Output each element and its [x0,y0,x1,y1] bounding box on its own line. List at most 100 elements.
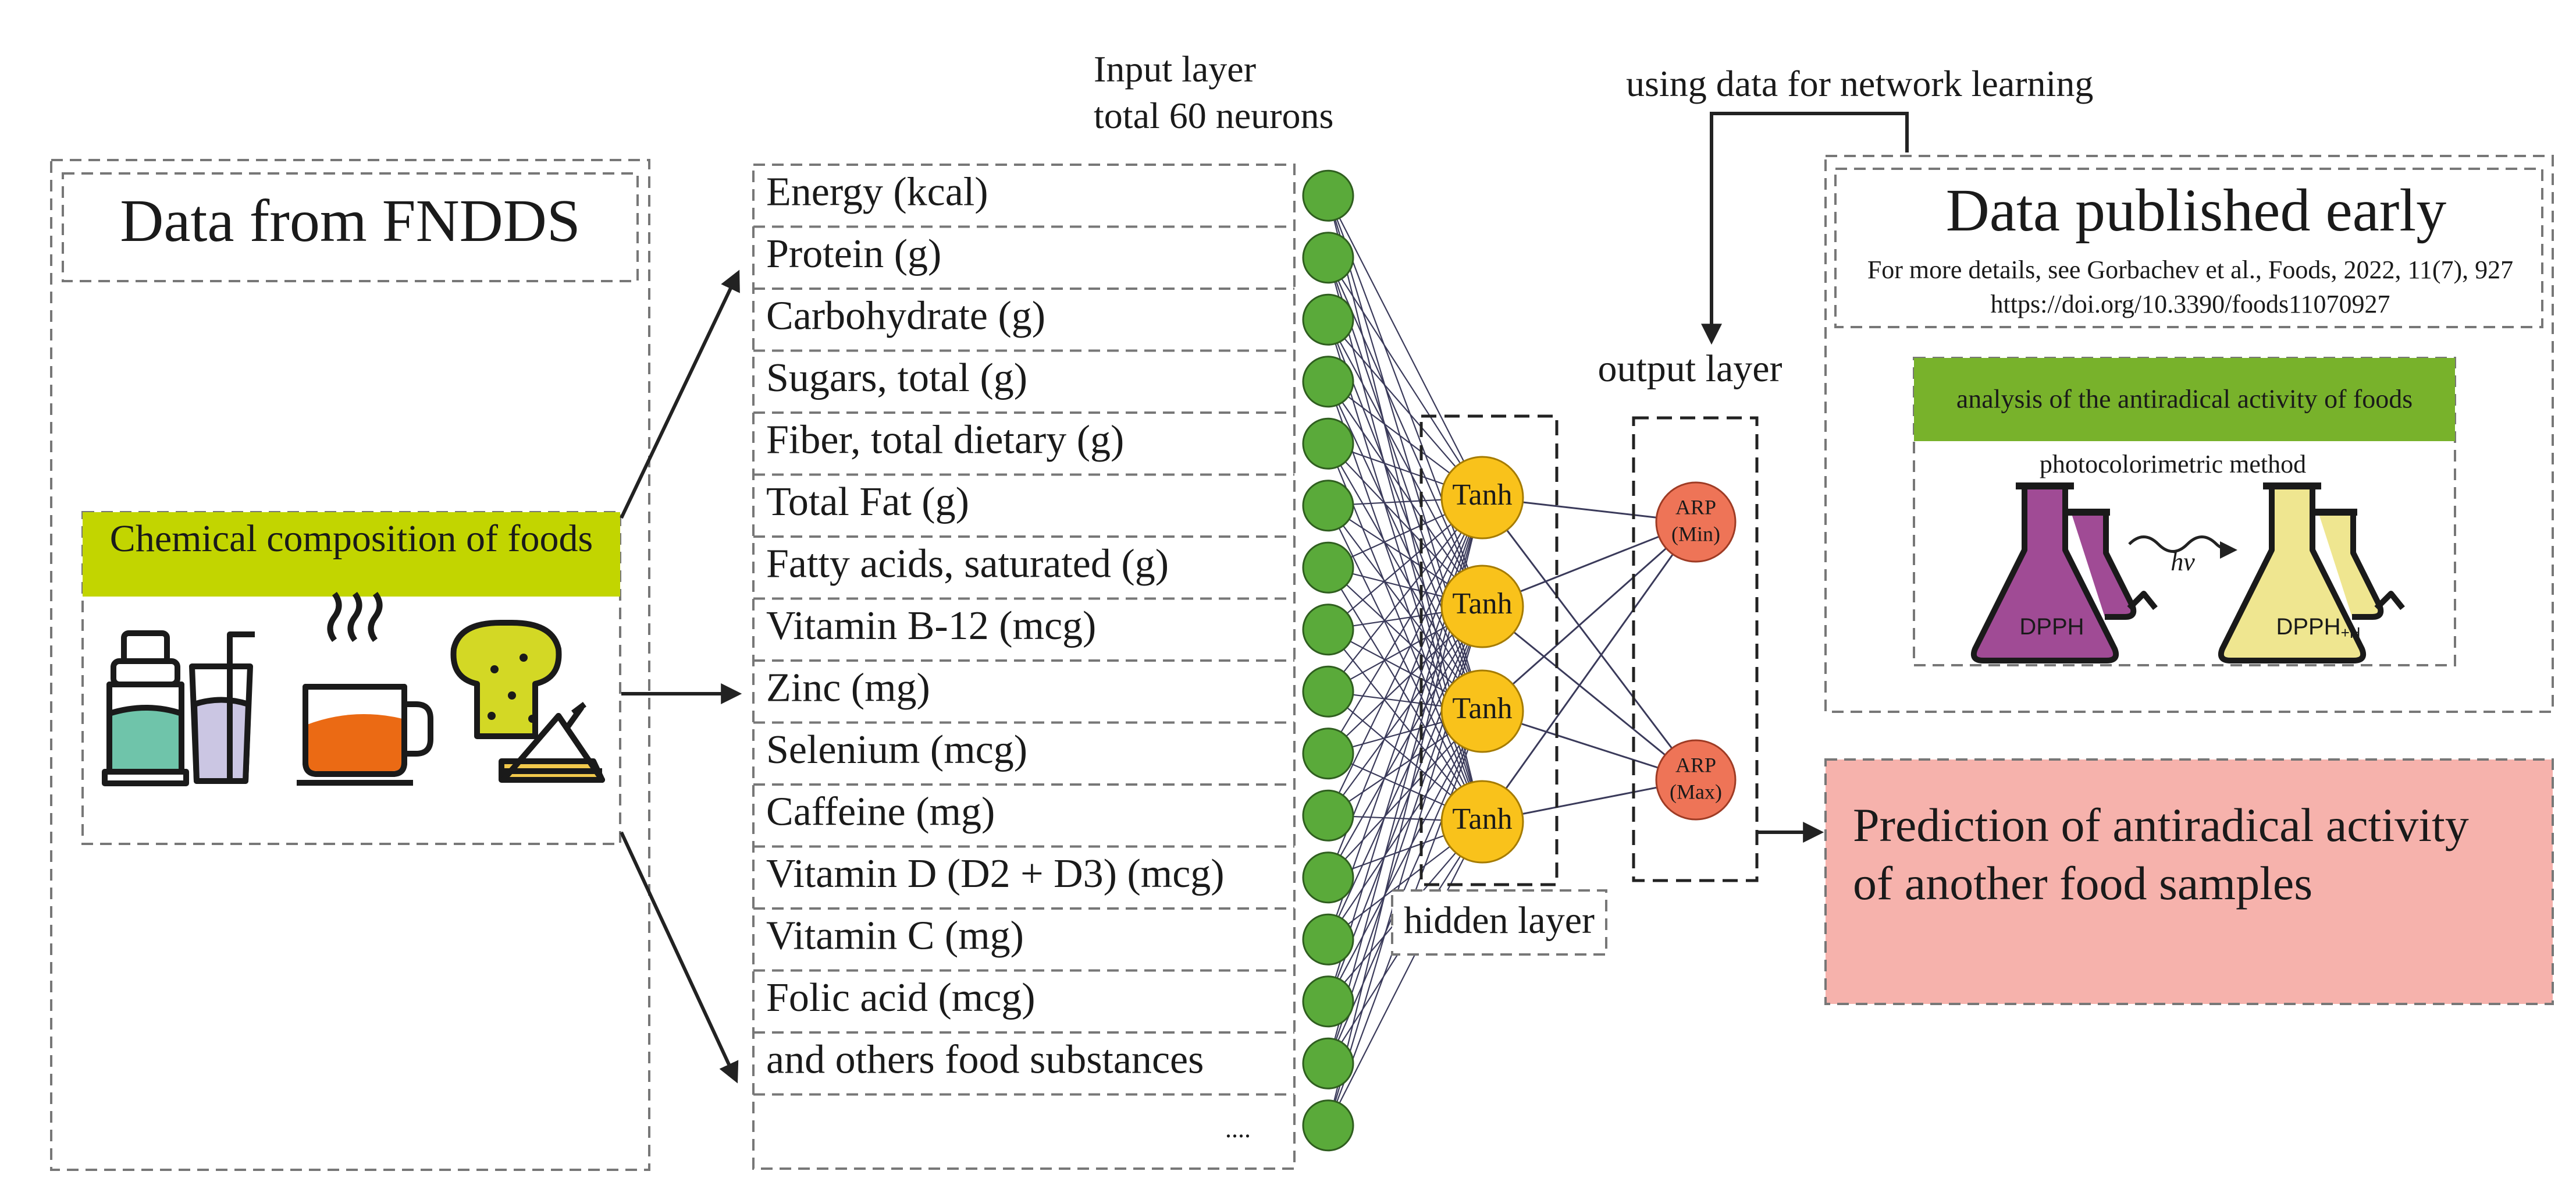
reaction-label: hv [2171,548,2195,576]
input-layer-title-line2: total 60 neurons [1094,95,1333,136]
input-neuron [1302,975,1354,1028]
output-layer-label: output layer [1597,347,1782,390]
output-neuron-label-line1: ARP [1675,495,1716,519]
reagent-left-label: DPPH [2019,614,2084,640]
input-neuron [1302,913,1354,966]
input-feature-label: .... [1225,1115,1251,1143]
fndds-title: Data from FNDDS [120,187,580,254]
glass-icon [189,631,255,784]
input-feature-label: Fatty acids, saturated (g) [766,541,1169,586]
input-neuron [1302,541,1354,594]
input-feature-list: Energy (kcal) Protein (g) Carbohydrate (g)… [752,164,1296,1170]
hidden-neuron-label: Tanh [1452,478,1512,512]
input-hidden-connection [1328,497,1483,754]
hidden-neuron [1440,669,1524,753]
published-title: Data published early [1946,177,2447,244]
input-layer-title-line1: Input layer [1094,48,1256,90]
input-feature-label: Sugars, total (g) [766,356,1027,400]
output-neurons: ARP (Min) ARP (Max) [1655,481,1737,821]
output-neuron [1655,739,1737,821]
input-feature-label: Energy (kcal) [766,169,988,214]
input-hidden-connection [1328,505,1483,712]
input-neuron [1302,727,1354,780]
input-feature-label: and others food substances [766,1037,1204,1082]
input-feature-label: Selenium (mcg) [766,727,1027,772]
input-feature-label: Vitamin C (mg) [766,913,1024,958]
output-neuron-label-line2: (Min) [1671,522,1720,545]
reaction-arrow [2128,535,2237,559]
input-hidden-connection [1328,319,1483,607]
input-hidden-connection [1328,195,1483,498]
input-feature-label: Total Fat (g) [766,480,969,524]
input-hidden-connection [1327,319,1483,712]
input-hidden-connection [1328,381,1483,607]
learning-arrow [1701,112,1909,345]
input-hidden-connection [1327,257,1483,607]
input-neuron [1302,604,1354,656]
input-feature-label: Vitamin B-12 (mcg) [766,604,1096,648]
input-hidden-connection [1328,606,1483,816]
hidden-neuron [1440,780,1524,864]
hidden-output-connection [1481,521,1697,822]
input-hidden-connections [1327,195,1483,1126]
hidden-neuron-label: Tanh [1452,587,1512,620]
flask-dpph-h-icon [2218,482,2405,663]
input-feature-label: Fiber, total dietary (g) [766,417,1124,462]
prediction-panel: Prediction of antiradical activity of an… [1824,758,2554,1005]
method-label: photocolorimetric method [2040,450,2306,478]
input-hidden-connection [1328,497,1483,816]
input-neuron [1302,232,1354,284]
hidden-layer-label: hidden layer [1404,899,1595,942]
input-neurons [1302,169,1354,1152]
input-hidden-connection [1328,443,1483,712]
reagent-right-main: DPPH [2276,614,2340,640]
input-feature-label: Caffeine (mg) [766,789,995,834]
input-hidden-connection [1328,711,1483,940]
input-hidden-connection [1328,606,1483,940]
input-feature-label: Folic acid (mcg) [766,975,1036,1020]
output-neuron-label-line2: (Max) [1670,780,1722,803]
output-layer-box [1632,416,1759,882]
input-hidden-connection [1327,497,1483,940]
published-ref-line1: For more details, see Gorbachev et al., … [1867,255,2513,284]
composition-bar [83,512,620,597]
coffee-mug-icon [297,592,433,786]
learning-note: using data for network learning [1626,63,2093,104]
input-neuron [1302,1037,1354,1089]
input-neuron [1302,851,1354,904]
input-neuron [1302,169,1354,222]
input-hidden-connection [1328,257,1483,498]
input-hidden-connection [1327,711,1483,1064]
hidden-output-connection [1482,521,1696,712]
input-feature-label: Carbohydrate (g) [766,293,1045,338]
flask-dpph-icon [1970,482,2158,663]
input-hidden-connection [1328,711,1483,1002]
hidden-neuron-label: Tanh [1452,692,1512,725]
hidden-output-connection [1482,605,1696,781]
input-hidden-connection [1327,606,1483,1002]
output-neuron-label-line1: ARP [1675,753,1716,776]
prediction-line1: Prediction of antiradical activity [1853,798,2469,851]
fndds-panel: Data from FNDDS Chemical composition of … [50,159,650,1171]
input-hidden-connection [1328,606,1483,878]
analysis-bar [1914,358,2455,441]
output-neuron [1655,481,1737,563]
input-feature-label: Protein (g) [766,232,941,276]
hidden-neuron [1440,565,1524,648]
input-neuron [1302,356,1354,408]
input-neuron [1302,789,1354,842]
bottle-icon [102,630,189,786]
analysis-label: analysis of the antiradical activity of … [1956,384,2413,414]
input-feature-label: Zinc (mg) [766,665,930,710]
reagent-right-label: DPPH+H [2276,614,2360,641]
input-hidden-connection [1327,195,1483,607]
input-hidden-connection [1328,381,1483,712]
reagent-right-sub: +H [2341,624,2361,641]
fndds-to-inputs-arrows [620,269,742,1084]
input-feature-label: Vitamin D (D2 + D3) (mcg) [766,851,1225,896]
bread-sandwich-icon [450,620,605,783]
hidden-neuron [1440,456,1524,540]
published-panel: Data published early For more details, s… [1824,155,2554,713]
